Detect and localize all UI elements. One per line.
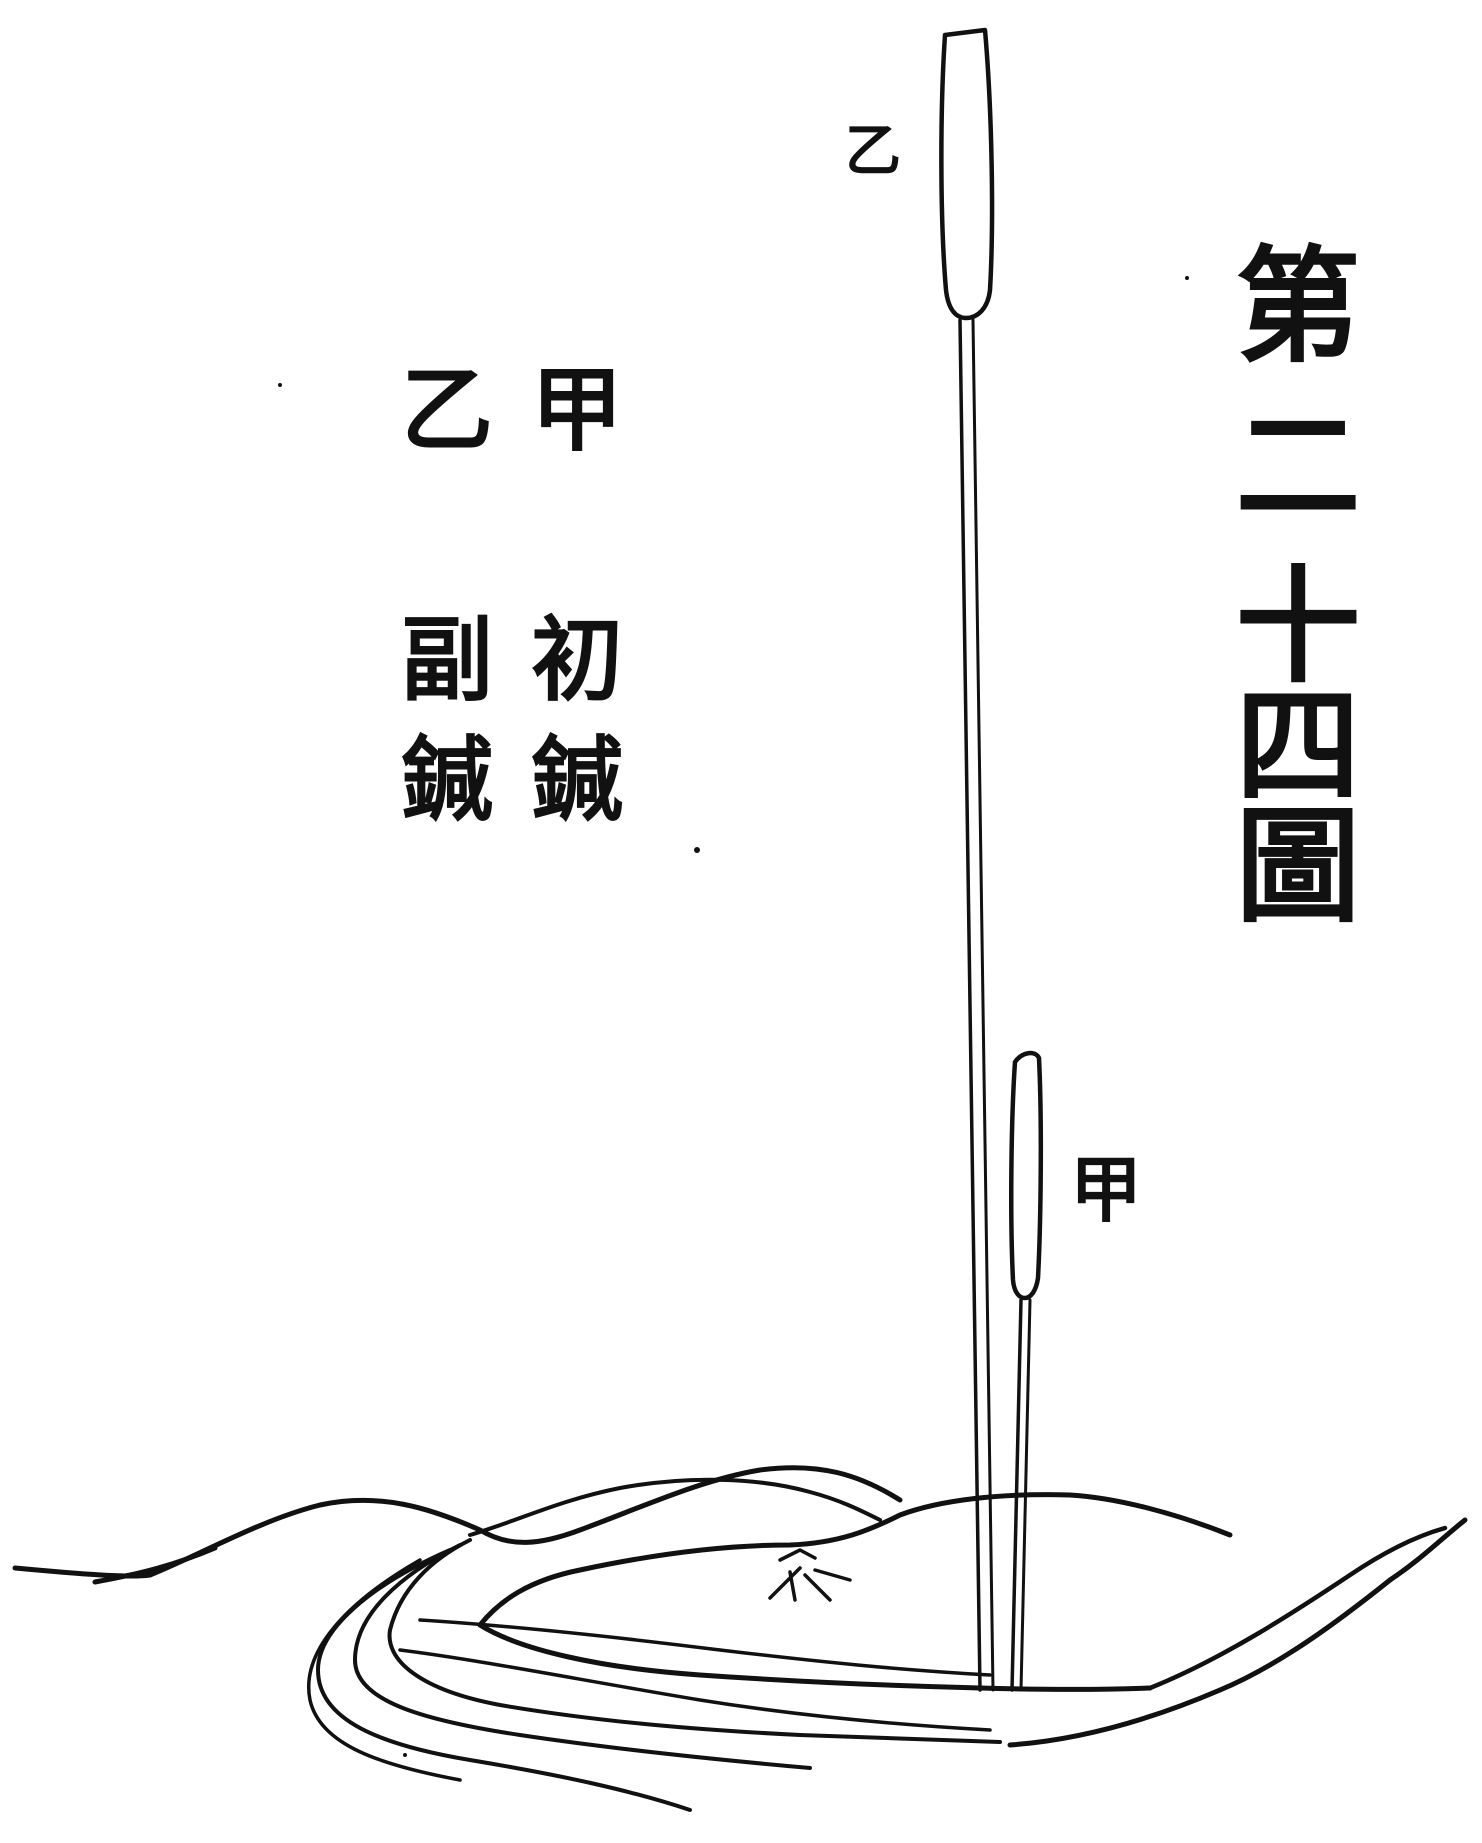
acupoint-mark — [768, 1548, 852, 1602]
legend-char: 鍼 — [531, 726, 623, 834]
legend-item-primary-needle: 甲 初 鍼 — [531, 356, 623, 834]
paper-specks — [278, 276, 1189, 1757]
mound-inner-curve — [477, 1622, 1153, 1692]
long-needle-shaft — [958, 318, 982, 1692]
long-needle-handle — [939, 27, 995, 321]
outer-skin-line-right — [1007, 1517, 1468, 1748]
short-needle — [1009, 1050, 1044, 1692]
long-needle — [939, 27, 995, 1692]
speck — [694, 847, 700, 853]
outer-skin-line — [147, 1465, 903, 1578]
legend-char: 副 — [401, 606, 493, 714]
speck — [1185, 276, 1189, 280]
mound-top-surface — [477, 1492, 1233, 1628]
back-ridge-line — [468, 1477, 882, 1537]
tissue-left-strip — [12, 1545, 218, 1585]
title-char-5: 圖 — [1236, 794, 1361, 940]
legend-char: 初 — [531, 606, 623, 714]
speck — [403, 1753, 407, 1757]
legend-char: 鍼 — [401, 726, 493, 834]
figure-title: 第 二 十 四 圖 — [1236, 234, 1361, 940]
tissue-sheet-line-2 — [398, 1648, 992, 1732]
short-needle-handle — [1009, 1050, 1044, 1301]
tissue-mound — [12, 1465, 1468, 1812]
legend-mark-yi: 乙 — [401, 356, 493, 464]
title-char-3: 十 — [1236, 554, 1361, 700]
legend-item-secondary-needle: 乙 副 鍼 — [401, 356, 493, 834]
legend-mark-jia: 甲 — [531, 356, 623, 464]
long-needle-shaft-edge — [971, 318, 995, 1692]
tissue-fold-line-4 — [307, 1558, 462, 1782]
outer-skin-line-right-upper — [1147, 1525, 1448, 1691]
tissue-fold-line-1 — [387, 1538, 1002, 1744]
label-short-needle: 甲 — [1070, 1147, 1142, 1232]
label-long-needle: 乙 — [845, 118, 901, 184]
tissue-fold-line-2 — [353, 1543, 812, 1770]
title-char-1: 第 — [1236, 234, 1361, 380]
title-char-4: 四 — [1236, 674, 1361, 820]
speck — [278, 383, 282, 387]
title-char-2: 二 — [1236, 394, 1361, 540]
tissue-sheet-line-1 — [418, 1618, 992, 1677]
